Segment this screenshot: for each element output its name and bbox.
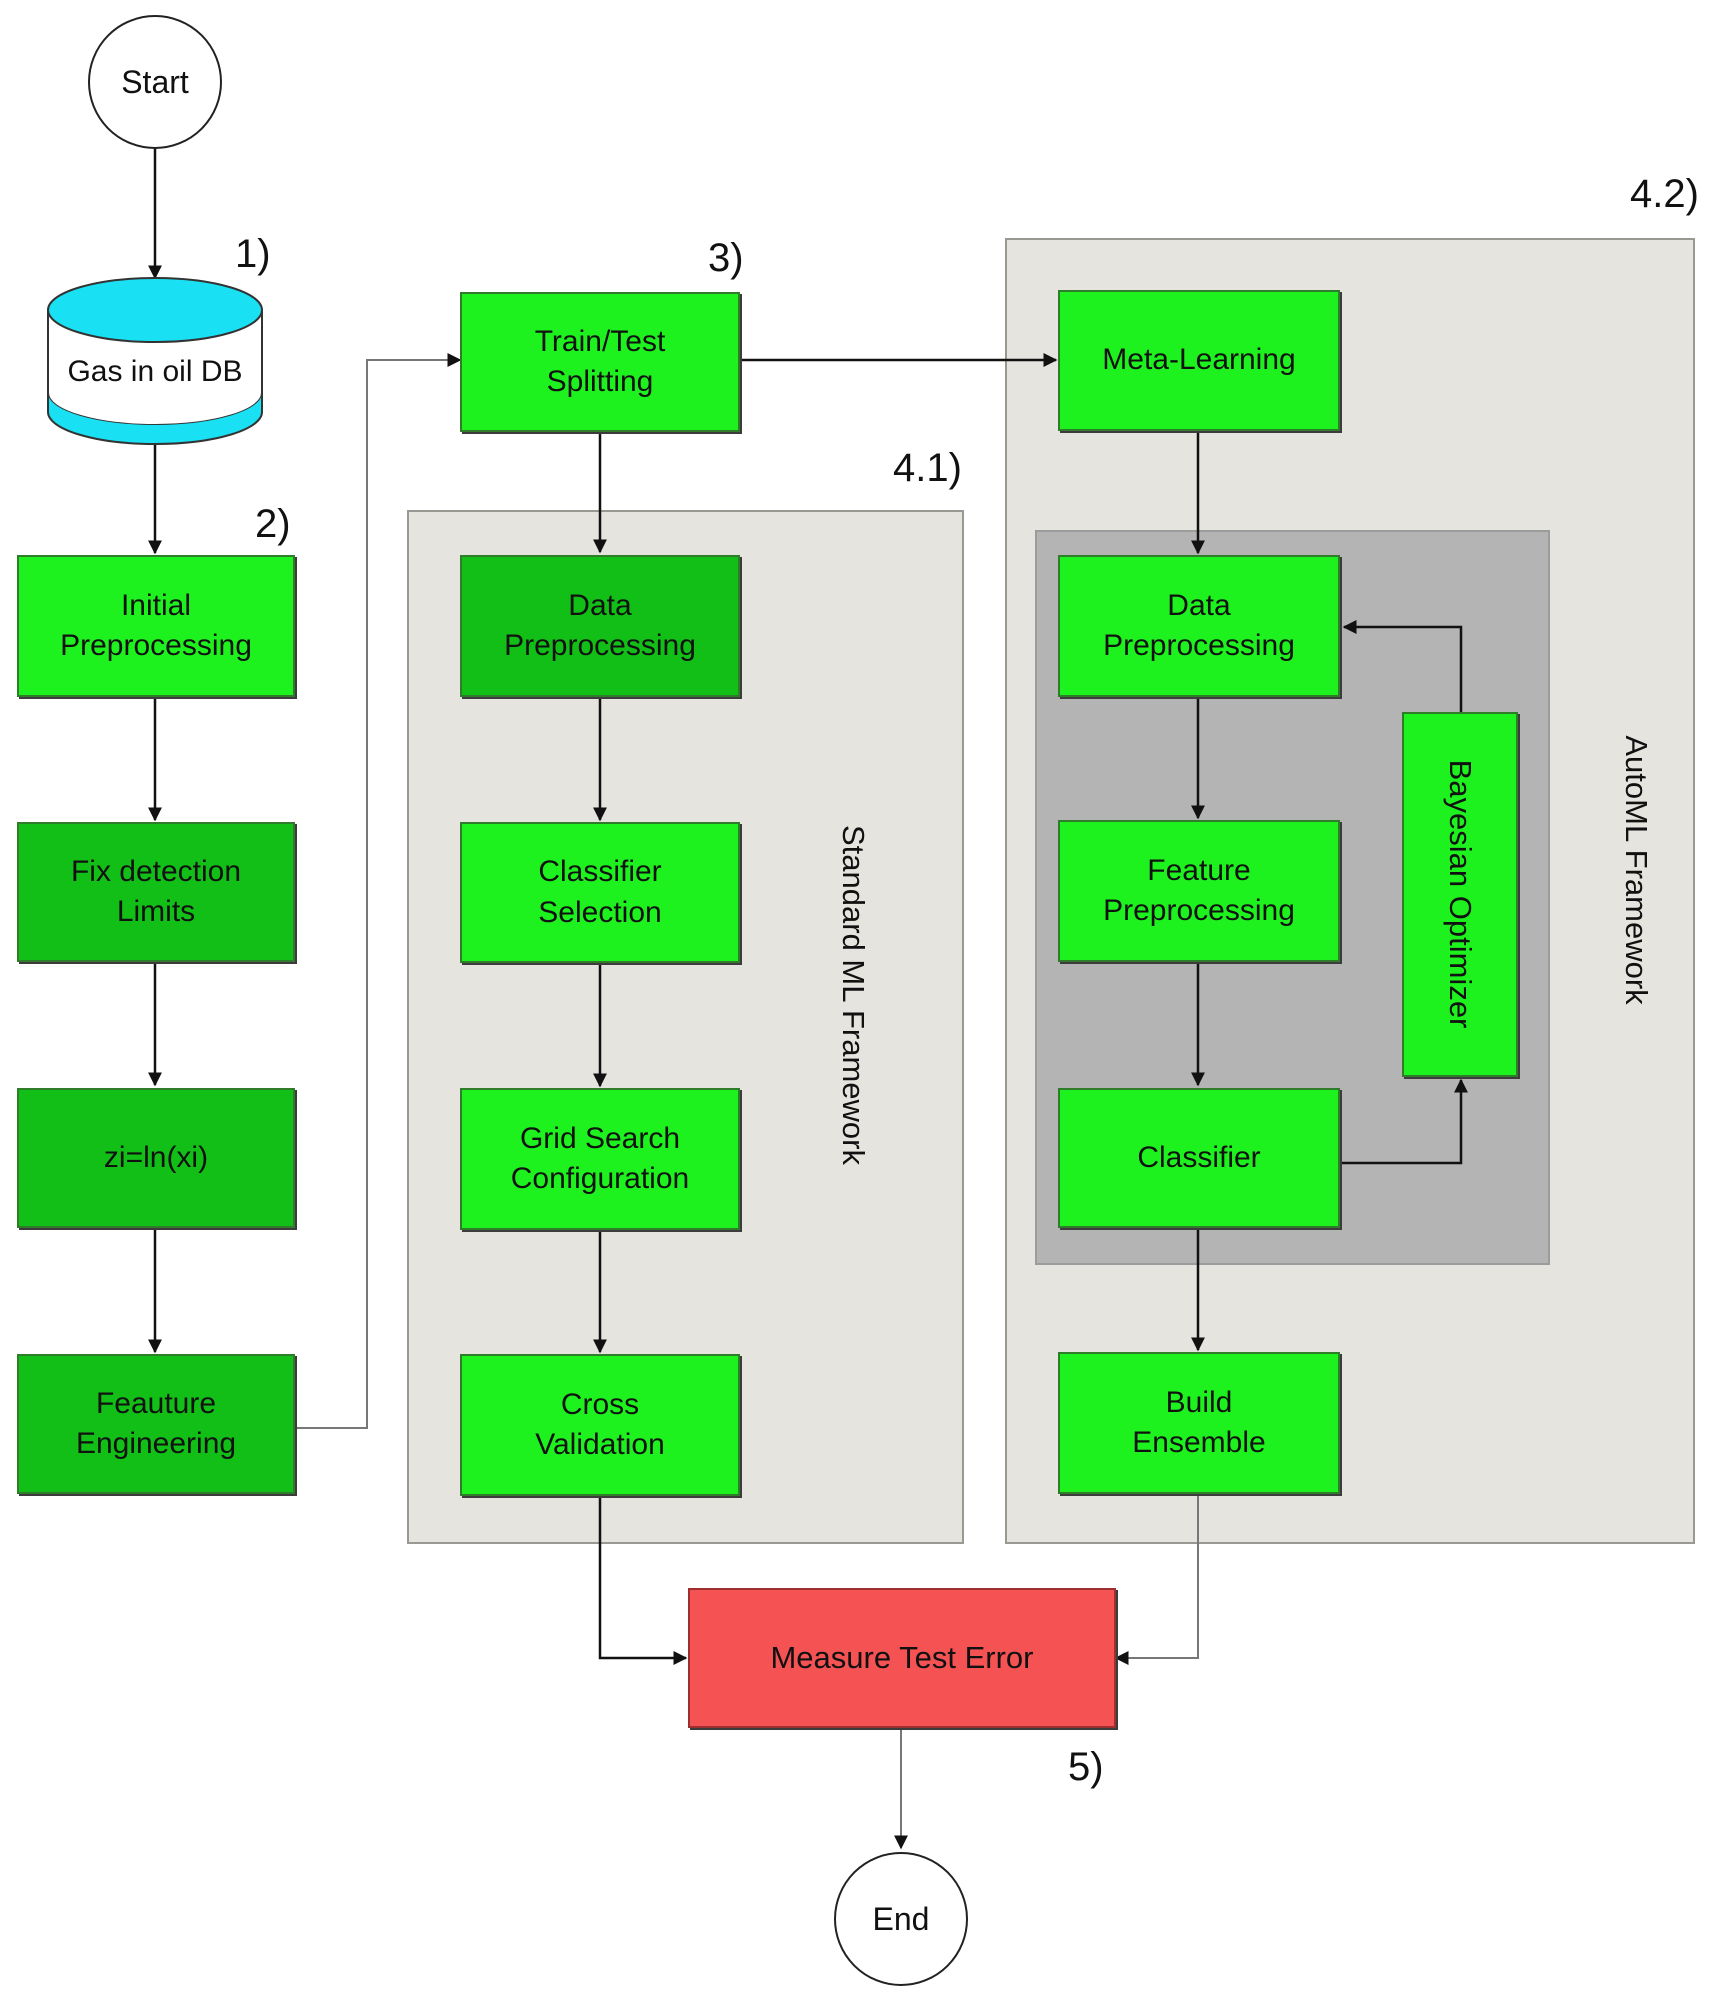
meta-learning-label: Meta-Learning (1102, 343, 1296, 377)
measure-test-error-label: Measure Test Error (770, 1640, 1034, 1676)
feature-engineering-line-2: Engineering (75, 1427, 237, 1460)
log-transform-box: zi=ln(xi) (17, 1088, 295, 1228)
edge-bayes-autoprep (1342, 620, 1463, 712)
step-label-2: 2) (255, 502, 291, 546)
auto-data-prep-line-2: Preprocessing (1103, 629, 1295, 662)
fix-detection-line-2: Limits (116, 895, 196, 928)
grid-search-line-2: Configuration (510, 1162, 690, 1195)
classifier-selection-line-2: Selection (538, 895, 662, 929)
edge-cv-measure (598, 1496, 688, 1665)
standard-ml-framework-label: Standard ML Framework (836, 825, 871, 1165)
fix-detection-line-1: Fix detection (70, 854, 242, 888)
step-label-4-2: 4.2) (1630, 172, 1699, 216)
classifier-label: Classifier (1137, 1140, 1261, 1174)
step-label-1: 1) (235, 232, 271, 276)
database-label: Gas in oil DB (67, 355, 243, 388)
feature-prep-line-2: Preprocessing (1103, 894, 1295, 927)
classifier-selection-line-1: Classifier (538, 855, 662, 888)
meta-learning-box: Meta-Learning (1058, 290, 1340, 431)
initial-preprocessing-line-1: Initial (120, 588, 192, 622)
classifier-box: Classifier (1058, 1088, 1340, 1228)
build-ensemble-line-2: Ensemble (1132, 1426, 1266, 1459)
bayesian-optimizer-label: Bayesian Optimizer (1443, 759, 1478, 1029)
build-ensemble-line-1: Build (1165, 1385, 1233, 1419)
edge-ensemble-measure (1114, 1494, 1199, 1665)
step-label-4-1: 4.1) (893, 446, 962, 490)
log-transform-label: zi=ln(xi) (103, 1140, 209, 1174)
auto-data-prep-line-1: Data (1167, 588, 1231, 622)
train-test-line-2: Splitting (546, 365, 654, 398)
edge-feature-split (295, 353, 462, 1429)
step-label-3: 3) (708, 236, 744, 280)
initial-preprocessing-line-2: Preprocessing (60, 629, 252, 662)
end-node: End (834, 1852, 968, 1986)
automl-framework-label: AutoML Framework (1619, 735, 1654, 1005)
cross-validation-line-1: Cross (560, 1387, 640, 1421)
feature-engineering-line-1: Feauture (95, 1386, 217, 1420)
grid-search-line-1: Grid Search (519, 1121, 681, 1155)
database-cylinder-icon (47, 277, 263, 445)
bayesian-optimizer-box (1402, 712, 1518, 1077)
measure-test-error-box: Measure Test Error (688, 1588, 1116, 1728)
step-label-5: 5) (1068, 1745, 1104, 1789)
train-test-line-1: Train/Test (534, 324, 666, 358)
cross-validation-line-2: Validation (535, 1428, 665, 1461)
std-data-prep-line-1: Data (568, 588, 632, 622)
edge-classifier-bayes (1340, 1078, 1468, 1165)
std-data-prep-line-2: Preprocessing (504, 629, 696, 662)
start-node: Start (88, 15, 222, 149)
feature-prep-line-1: Feature (1147, 853, 1251, 887)
